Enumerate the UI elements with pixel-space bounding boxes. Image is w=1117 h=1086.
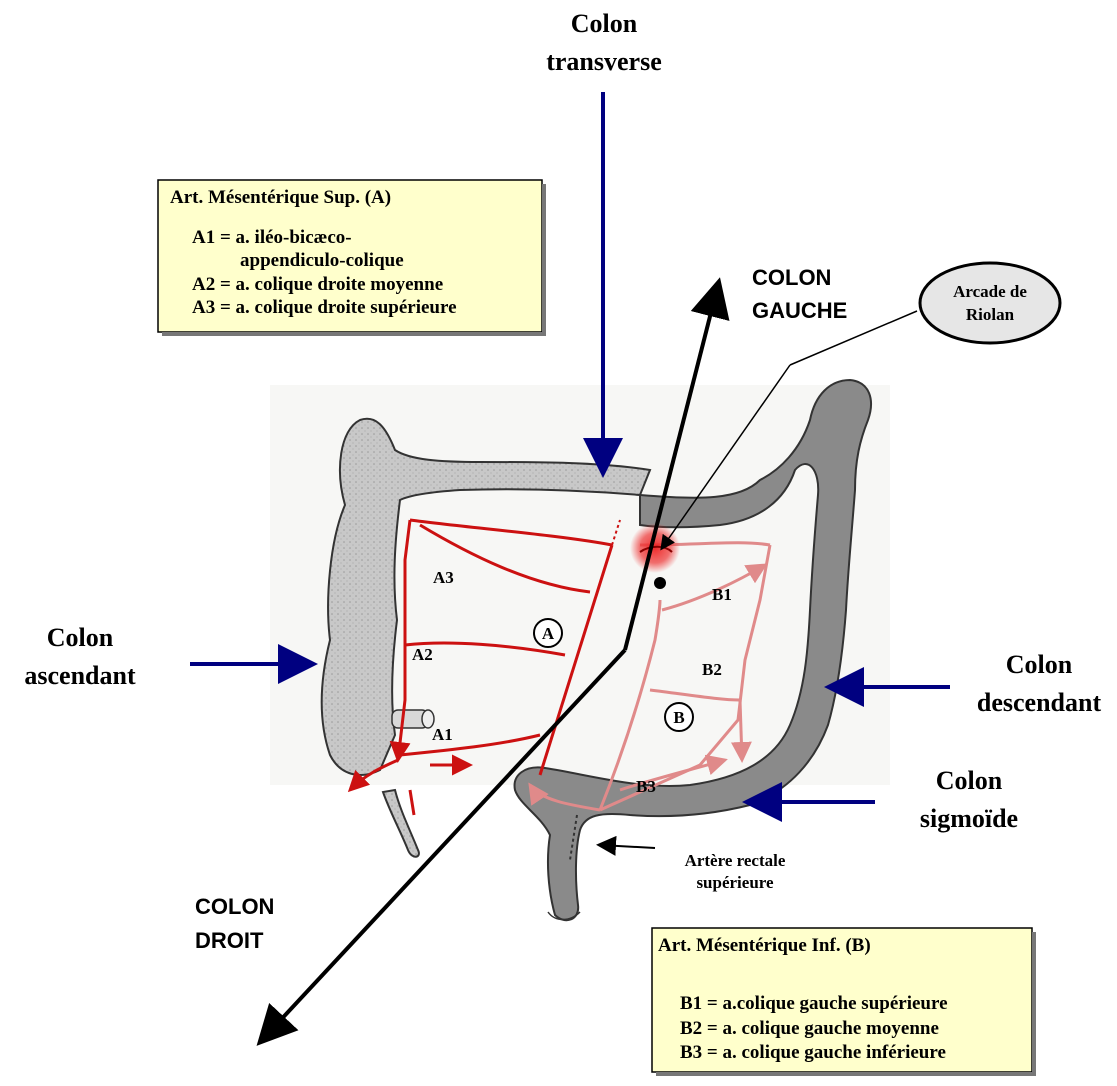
legend-b-line-3: B3 = a. colique gauche inférieure <box>680 1042 946 1063</box>
branch-label-a3: A3 <box>433 568 454 587</box>
legend-sup-mesenteric: Art. Mésentérique Sup. (A) A1 = a. iléo-… <box>158 180 546 336</box>
riolan-label-line1: Arcade de <box>953 282 1027 301</box>
circle-label-a: A <box>542 624 555 643</box>
branch-label-a1: A1 <box>432 725 453 744</box>
legend-a-title: Art. Mésentérique Sup. (A) <box>170 187 391 208</box>
riolan-junction-dot <box>654 577 666 589</box>
label-colon-transverse-line1: Colon <box>571 9 638 38</box>
riolan-label-line2: Riolan <box>966 305 1015 324</box>
legend-b-title: Art. Mésentérique Inf. (B) <box>658 935 871 956</box>
label-colon-descendant-line2: descendant <box>977 688 1102 717</box>
label-colon-sigmoide-line1: Colon <box>936 766 1003 795</box>
rectal-artery-pointer <box>600 845 655 848</box>
legend-a-line-1: A1 = a. iléo-bicæco- <box>192 227 352 248</box>
rectal-artery-label-line2: supérieure <box>696 873 774 892</box>
label-colon-gauche-line2: GAUCHE <box>752 298 847 323</box>
legend-b-line-2: B2 = a. colique gauche moyenne <box>680 1018 939 1039</box>
riolan-callout-bubble <box>920 263 1060 343</box>
label-colon-ascendant-line2: ascendant <box>24 661 136 690</box>
branch-label-a2: A2 <box>412 645 433 664</box>
label-colon-ascendant-line1: Colon <box>47 623 114 652</box>
legend-a-line-3: A2 = a. colique droite moyenne <box>192 274 443 295</box>
branch-label-b1: B1 <box>712 585 732 604</box>
branch-label-b2: B2 <box>702 660 722 679</box>
legend-inf-mesenteric: Art. Mésentérique Inf. (B) B1 = a.coliqu… <box>652 928 1036 1076</box>
legend-a-line-4: A3 = a. colique droite supérieure <box>192 297 457 318</box>
rectal-artery-label-line1: Artère rectale <box>685 851 786 870</box>
label-colon-descendant-line1: Colon <box>1006 650 1073 679</box>
label-colon-sigmoide-line2: sigmoïde <box>920 804 1018 833</box>
circle-label-b: B <box>673 708 684 727</box>
label-colon-transverse-line2: transverse <box>546 47 662 76</box>
label-colon-droit-line1: COLON <box>195 894 274 919</box>
label-colon-gauche-line1: COLON <box>752 265 831 290</box>
legend-a-line-2: appendiculo-colique <box>240 250 404 271</box>
label-colon-droit-line2: DROIT <box>195 928 264 953</box>
legend-b-line-1: B1 = a.colique gauche supérieure <box>680 993 948 1014</box>
branch-label-b3: B3 <box>636 777 656 796</box>
